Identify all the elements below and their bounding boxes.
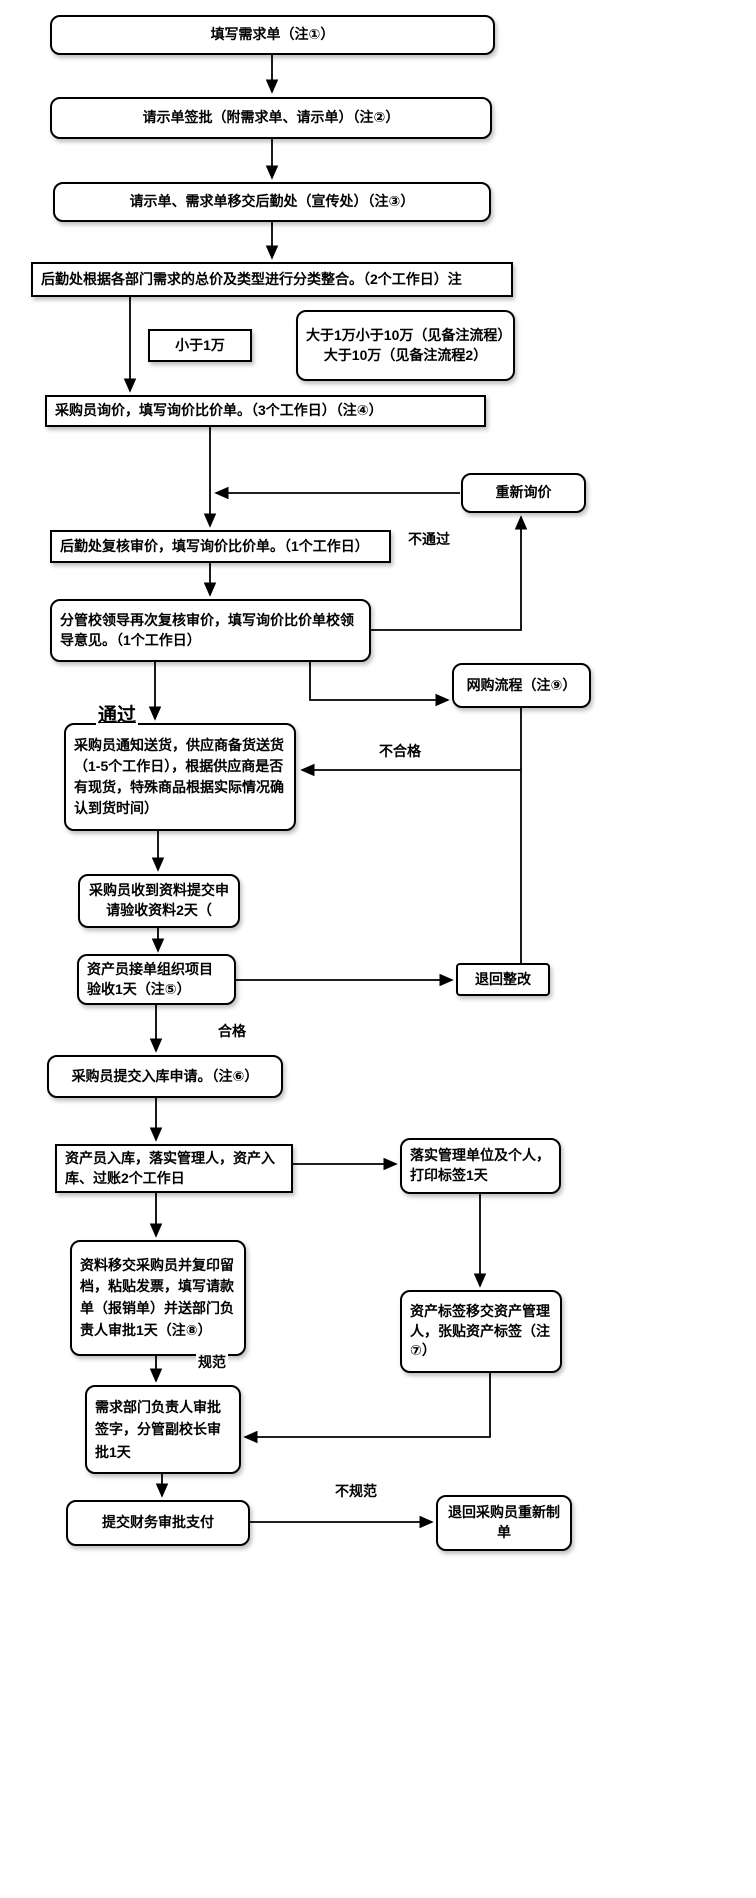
node-fill-request: 填写需求单（注①）: [50, 15, 495, 55]
node-approval-sign: 请示单签批（附需求单、请示单）（注②）: [50, 97, 492, 139]
edge-label-unqualified: 不合格: [377, 741, 423, 761]
node-transfer-logistics: 请示单、需求单移交后勤处（宣传处）（注③）: [53, 182, 491, 222]
node-under-10k: 小于1万: [148, 329, 252, 362]
node-return-rectify: 退回整改: [456, 963, 550, 996]
node-classify-integrate: 后勤处根据各部门需求的总价及类型进行分类整合。（2个工作日）注: [31, 262, 513, 297]
node-logistics-review: 后勤处复核审价，填写询价比价单。（1个工作日）: [50, 530, 391, 563]
node-warehouse-apply: 采购员提交入库申请。（注⑥）: [47, 1055, 283, 1098]
node-buyer-inquiry: 采购员询价，填写询价比价单。（3个工作日）（注④）: [45, 395, 486, 427]
node-label-transfer: 资产标签移交资产管理人，张贴资产标签（注⑦）: [400, 1290, 562, 1373]
node-leader-review: 分管校领导再次复核审价，填写询价比价单校领导意见。（1个工作日）: [50, 599, 371, 662]
node-warehouse-in: 资产员入库，落实管理人，资产入库、过账2个工作日: [55, 1144, 293, 1193]
node-finance-payment: 提交财务审批支付: [66, 1500, 250, 1546]
edge-label-qualified: 合格: [216, 1021, 248, 1041]
edge-label-pass: 通过: [96, 700, 139, 727]
node-re-inquiry: 重新询价: [461, 473, 586, 513]
edge-label-nonstandard: 不规范: [333, 1481, 379, 1501]
edge-label-not-pass: 不通过: [406, 529, 452, 549]
node-online-purchase: 网购流程（注⑨）: [452, 663, 591, 708]
edge-leader-to-reinquiry: [371, 515, 528, 631]
node-submit-acceptance-docs: 采购员收到资料提交申请验收资料2天（: [78, 874, 240, 928]
node-dept-head-approval: 需求部门负责人审批签字，分管副校长审批1天: [85, 1385, 241, 1474]
node-docs-transfer: 资料移交采购员并复印留档，粘贴发票，填写请款单（报销单）并送部门负责人审批1天（…: [70, 1240, 246, 1356]
edge-leader-to-online: [309, 662, 450, 707]
node-organize-acceptance: 资产员接单组织项目验收1天（注⑤）: [77, 954, 236, 1005]
node-notify-delivery: 采购员通知送货，供应商备货送货（1-5个工作日），根据供应商是否有现货，特殊商品…: [64, 723, 296, 831]
node-assign-manager: 落实管理单位及个人，打印标签1天: [400, 1138, 561, 1194]
edge-label-standard: 规范: [196, 1352, 228, 1372]
range-note-line1: 大于1万小于10万（见备注流程）: [306, 326, 512, 343]
edge-label-to-dept: [243, 1373, 491, 1444]
node-return-remake: 退回采购员重新制单: [436, 1495, 572, 1551]
range-note-line2: 大于10万（见备注流程2）: [323, 346, 488, 363]
node-range-note: 大于1万小于10万（见备注流程） 大于10万（见备注流程2）: [296, 310, 515, 381]
